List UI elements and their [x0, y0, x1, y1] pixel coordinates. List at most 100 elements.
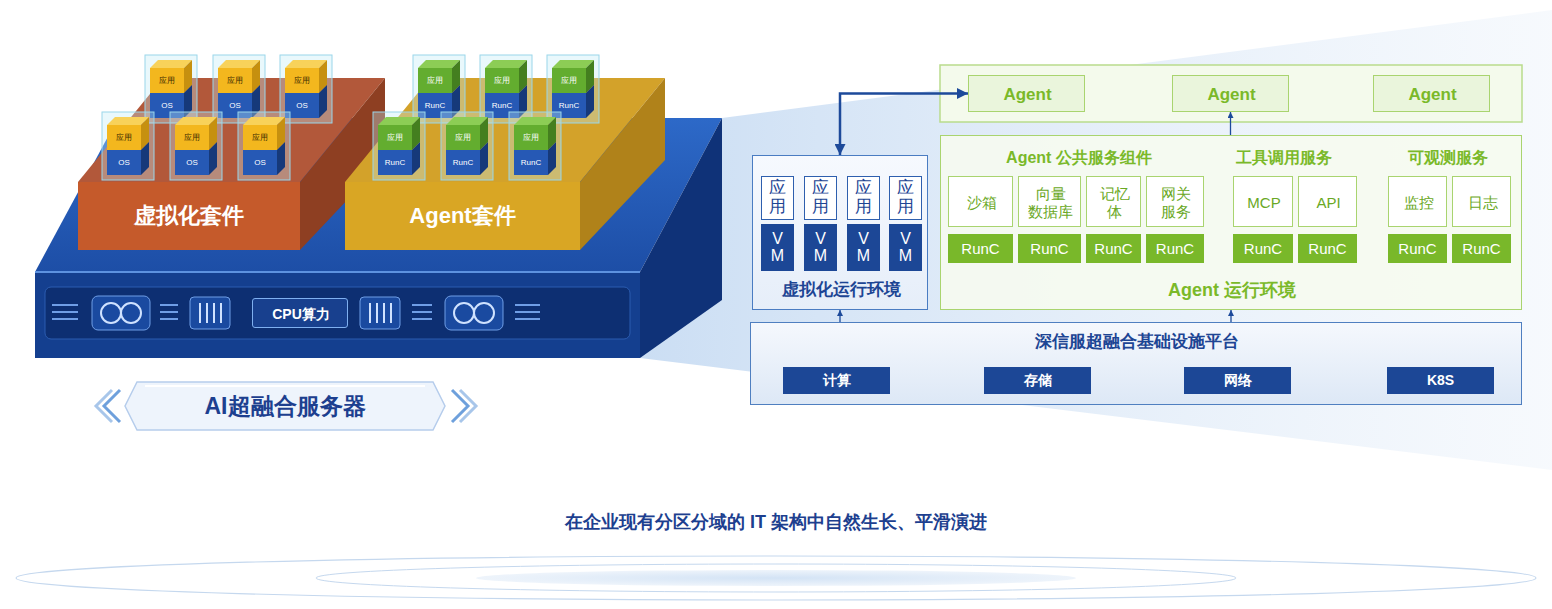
- node-text: RunC: [1146, 234, 1204, 263]
- suite-block: Agent套件应用RunC应用RunC应用RunC应用RunC应用RunC应用R…: [345, 55, 665, 250]
- vm-box: VM: [889, 224, 922, 271]
- container-cube: 应用RunC: [552, 68, 586, 118]
- node-text: RunC: [1452, 234, 1511, 263]
- node-text: RunC: [1086, 234, 1141, 263]
- node-text: 应用: [485, 68, 519, 93]
- cube-shape: [552, 68, 586, 118]
- node-text: 应用: [218, 68, 252, 93]
- node-text: 应用: [552, 68, 586, 93]
- node-text: 网关 服务: [1147, 177, 1205, 228]
- container-cube: 应用RunC: [446, 125, 480, 175]
- node-text: VM: [770, 230, 786, 265]
- runc-box: RunC: [1233, 234, 1293, 263]
- node-text: RunC: [1388, 234, 1447, 263]
- node-text: OS: [175, 150, 209, 175]
- cpu-label-box: CPU算力: [252, 298, 348, 328]
- container-cube: 应用RunC: [514, 125, 548, 175]
- product-banner: AI超融合服务器: [125, 382, 445, 430]
- app-box: 应用: [847, 176, 880, 220]
- container-cube: 应用RunC: [378, 125, 412, 175]
- node-text: 网络: [1184, 367, 1291, 394]
- agent-runtime: Agent 公共服务组件工具调用服务可观测服务Agent 运行环境沙箱向量 数据…: [940, 135, 1522, 310]
- node-text: RunC: [1298, 234, 1357, 263]
- node-text: Agent 公共服务组件: [946, 146, 1212, 170]
- node-text: 应用: [855, 179, 872, 216]
- node-text: MCP: [1234, 177, 1294, 228]
- service-box: 日志: [1452, 176, 1511, 227]
- runc-box: RunC: [1146, 234, 1204, 263]
- node-text: 应用: [107, 125, 141, 150]
- node-text: 应用: [897, 179, 914, 216]
- node-text: OS: [243, 150, 277, 175]
- cube-shape: [107, 125, 141, 175]
- node-text: API: [1299, 177, 1358, 228]
- cube-shape: [285, 68, 319, 118]
- cube-shape: [150, 68, 184, 118]
- node-text: 应用: [446, 125, 480, 150]
- cube-shape: [243, 125, 277, 175]
- platform-module: K8S: [1387, 367, 1494, 394]
- service-box: 监控: [1388, 176, 1447, 227]
- agent-box: Agent: [968, 75, 1085, 112]
- cube-shape: [485, 68, 519, 118]
- node-text: RunC: [552, 93, 586, 118]
- node-text: AI超融合服务器: [125, 382, 445, 430]
- node-text: 日志: [1453, 177, 1512, 228]
- runc-box: RunC: [1298, 234, 1357, 263]
- node-text: 应用: [285, 68, 319, 93]
- node-text: VM: [813, 230, 829, 265]
- node-text: 监控: [1389, 177, 1448, 228]
- node-text: 应用: [812, 179, 829, 216]
- node-text: 向量 数据库: [1019, 177, 1082, 228]
- runc-box: RunC: [1388, 234, 1447, 263]
- container-cube: 应用OS: [243, 125, 277, 175]
- container-cube: 应用RunC: [418, 68, 452, 118]
- agent-box: Agent: [1172, 75, 1289, 112]
- service-box: 沙箱: [948, 176, 1013, 227]
- node-text: 深信服超融合基础设施平台: [751, 329, 1523, 355]
- node-text: RunC: [948, 234, 1013, 263]
- node-text: 工具调用服务: [1216, 146, 1351, 170]
- node-text: 沙箱: [949, 177, 1014, 228]
- container-cube: 应用RunC: [485, 68, 519, 118]
- container-cube: 应用OS: [150, 68, 184, 118]
- node-text: VM: [898, 230, 914, 265]
- node-text: 存储: [984, 367, 1091, 394]
- vm-box: VM: [761, 224, 794, 271]
- runc-box: RunC: [1452, 234, 1511, 263]
- service-box: API: [1298, 176, 1357, 227]
- service-box: 记忆 体: [1086, 176, 1141, 227]
- node-text: OS: [285, 93, 319, 118]
- runc-box: RunC: [1086, 234, 1141, 263]
- platform-module: 存储: [984, 367, 1091, 394]
- node-text: 应用: [175, 125, 209, 150]
- cube-shape: [175, 125, 209, 175]
- node-text: 计算: [783, 367, 890, 394]
- connector-arrow: [1230, 310, 1231, 322]
- node-text: Agent: [1173, 76, 1290, 113]
- platform-module: 网络: [1184, 367, 1291, 394]
- node-text: RunC: [514, 150, 548, 175]
- node-text: 应用: [150, 68, 184, 93]
- node-text: OS: [107, 150, 141, 175]
- light-fan: [640, 10, 1552, 470]
- connector-arrow: [839, 310, 840, 322]
- runc-box: RunC: [1018, 234, 1081, 263]
- node-text: Agent: [1374, 76, 1491, 113]
- node-text: OS: [218, 93, 252, 118]
- node-text: VM: [856, 230, 872, 265]
- app-box: 应用: [804, 176, 837, 220]
- node-text: RunC: [485, 93, 519, 118]
- floor-rings: [16, 556, 1536, 600]
- infrastructure-platform: 深信服超融合基础设施平台计算 存储 网络 K8S: [750, 322, 1522, 405]
- node-text: 虚拟化运行环境: [753, 274, 929, 306]
- platform-module: 计算: [783, 367, 890, 394]
- container-cube: 应用OS: [218, 68, 252, 118]
- node-text: Agent 运行环境: [941, 276, 1523, 304]
- container-cube: 应用OS: [285, 68, 319, 118]
- suite-block: 虚拟化套件应用OS应用OS应用OS应用OS应用OS应用OS: [78, 55, 385, 250]
- node-text: 应用: [769, 179, 786, 216]
- node-text: RunC: [418, 93, 452, 118]
- app-box: 应用: [761, 176, 794, 220]
- service-box: 网关 服务: [1146, 176, 1204, 227]
